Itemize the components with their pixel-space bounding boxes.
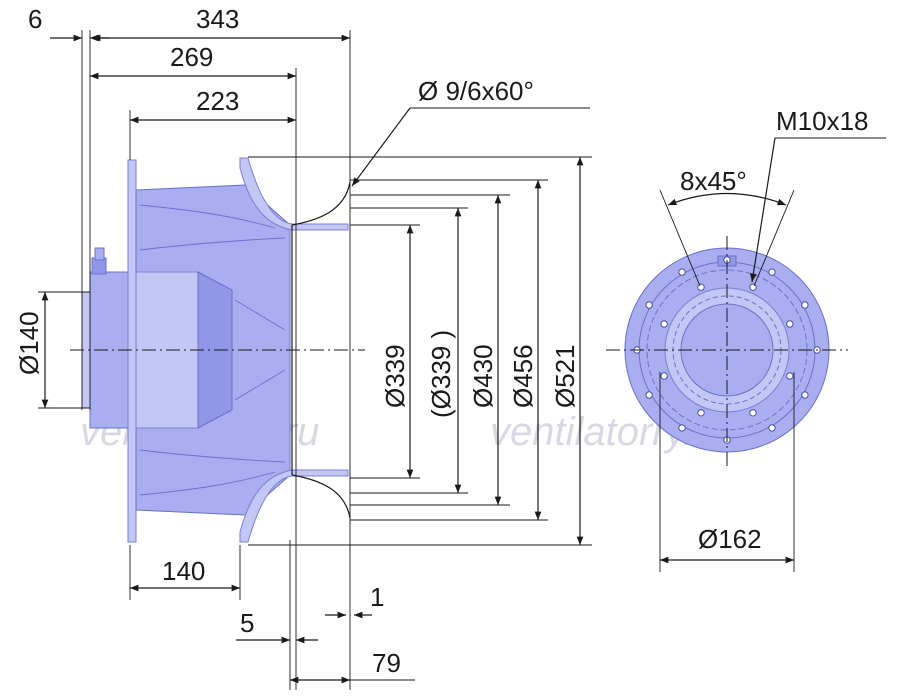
- outer-bolt-holes: [633, 256, 821, 444]
- dim-6: 6: [28, 4, 42, 34]
- dim-1: 1: [370, 582, 384, 612]
- dim-thread: M10x18: [776, 106, 869, 136]
- dim-223: 223: [196, 86, 239, 116]
- outer-bolt-hole: [645, 301, 653, 309]
- dim-d339-paren: (Ø339 ): [426, 330, 456, 418]
- dim-holes: Ø 9/6x60°: [418, 76, 534, 106]
- dim-5: 5: [240, 608, 254, 638]
- dim-angle: 8x45°: [680, 166, 747, 196]
- dim-269: 269: [170, 42, 213, 72]
- outer-bolt-hole: [768, 268, 776, 276]
- dim-d456: Ø456: [508, 344, 538, 408]
- dim-343: 343: [196, 4, 239, 34]
- inner-bolt-hole: [660, 372, 668, 380]
- inner-bolt-hole: [697, 409, 705, 417]
- dim-79: 79: [372, 648, 401, 678]
- dim-d140: Ø140: [14, 311, 44, 375]
- outer-bolt-hole: [678, 268, 686, 276]
- inner-bolt-hole: [786, 320, 794, 328]
- dim-d339: Ø339: [380, 344, 410, 408]
- outer-bolt-hole: [801, 301, 809, 309]
- motor-terminal: [94, 247, 105, 261]
- inner-bolt-hole: [697, 283, 705, 291]
- dim-d430: Ø430: [468, 344, 498, 408]
- shroud-top: [239, 157, 349, 231]
- outer-bolt-hole: [768, 424, 776, 432]
- front-view: [606, 236, 848, 468]
- backplate: [127, 159, 137, 543]
- shroud-bottom: [239, 469, 349, 543]
- inner-bolt-hole: [749, 283, 757, 291]
- outer-bolt-hole: [801, 391, 809, 399]
- inner-bolt-hole: [749, 409, 757, 417]
- dim-d521: Ø521: [550, 344, 580, 408]
- inner-bolt-hole: [660, 320, 668, 328]
- outer-bolt-hole: [678, 424, 686, 432]
- side-view: [70, 157, 365, 543]
- dim-d162: Ø162: [698, 524, 762, 554]
- inner-bolt-hole: [786, 372, 794, 380]
- inner-bolt-holes: [660, 283, 794, 417]
- outer-bolt-hole: [645, 391, 653, 399]
- dim-140: 140: [162, 556, 205, 586]
